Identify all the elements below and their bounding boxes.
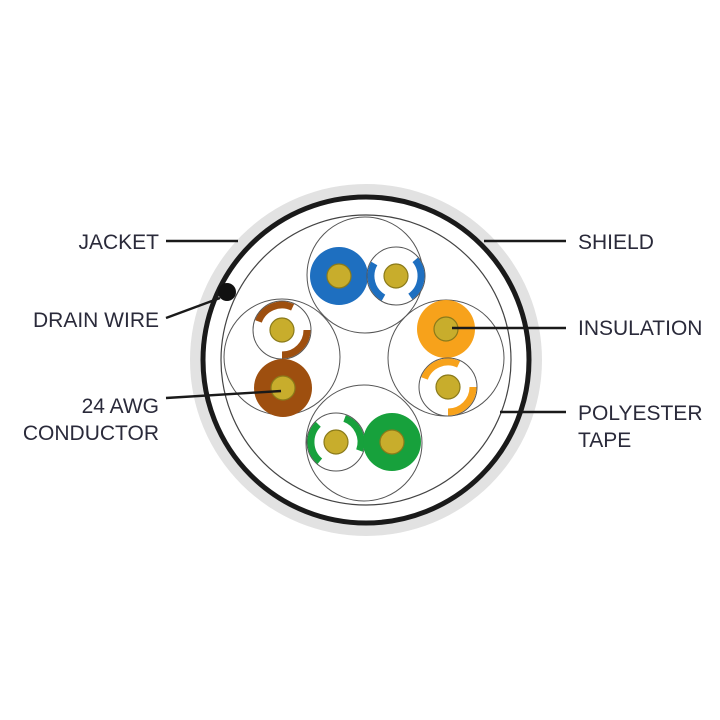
insulation-label: INSULATION [578,317,702,340]
wire-stripe-orange [421,358,461,380]
conductor-label-line2: CONDUCTOR [23,422,159,445]
conductor-label-line1: 24 AWG [82,395,159,418]
wire-stripe-blue [408,257,425,300]
wire-conductor-core [435,374,461,400]
wire-stripe-orange [447,386,477,416]
polyester-tape [220,214,512,506]
tape-label-line2: TAPE [578,429,631,452]
wire-conductor-core [270,375,296,401]
wire-conductor-core [379,429,405,455]
wire-conductor-core [269,317,295,343]
shield-label: SHIELD [578,231,654,254]
twisted-pair-wires [252,246,478,472]
wire-conductor-core [383,263,409,289]
wire-stripe-green [343,415,365,452]
jacket-label: JACKET [78,231,159,254]
tape-label-line1: POLYESTER [578,402,702,425]
shield-ring [200,194,532,526]
drain-wire-leader-line [165,296,221,320]
wire-stripe-brown [255,301,295,323]
wire-stripe-green [307,421,323,464]
conductor-leader-line [165,389,282,400]
wire-stripe-blue [367,261,386,301]
wire-conductor-core [326,263,352,289]
drain-wire-label: DRAIN WIRE [33,309,159,332]
drain-wire-icon [218,283,236,301]
wire-stripe-brown [281,329,311,359]
wire-conductor-core [323,429,349,455]
